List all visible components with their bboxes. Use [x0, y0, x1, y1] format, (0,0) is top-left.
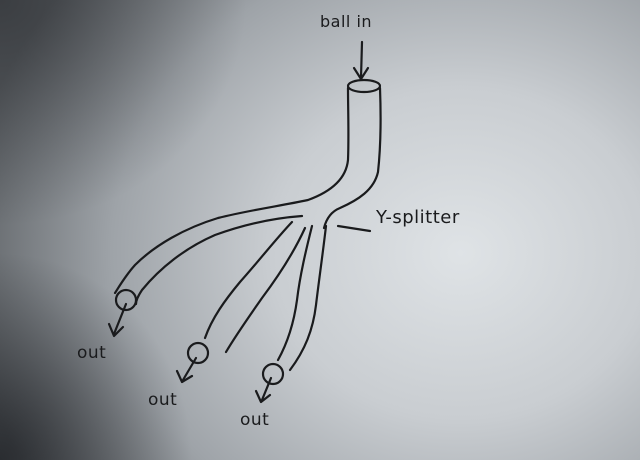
- output-opening-1: [114, 288, 138, 312]
- output-arrow-3: [254, 376, 273, 404]
- ball-in-label: ball in: [320, 12, 373, 31]
- output-opening-3: [261, 362, 285, 386]
- tube-outline: [113, 86, 382, 372]
- output-arrow-1: [107, 302, 128, 338]
- input-arrow: [352, 40, 370, 81]
- output-label-1: out: [77, 343, 107, 363]
- output-opening-2: [186, 341, 210, 365]
- output-arrow-2: [175, 356, 198, 384]
- output-label-3: out: [240, 410, 270, 430]
- output-label-2: out: [148, 390, 178, 410]
- y-splitter-label: Y-splitter: [376, 207, 460, 228]
- splitter-leader-line: [336, 224, 372, 233]
- input-opening: [346, 78, 382, 94]
